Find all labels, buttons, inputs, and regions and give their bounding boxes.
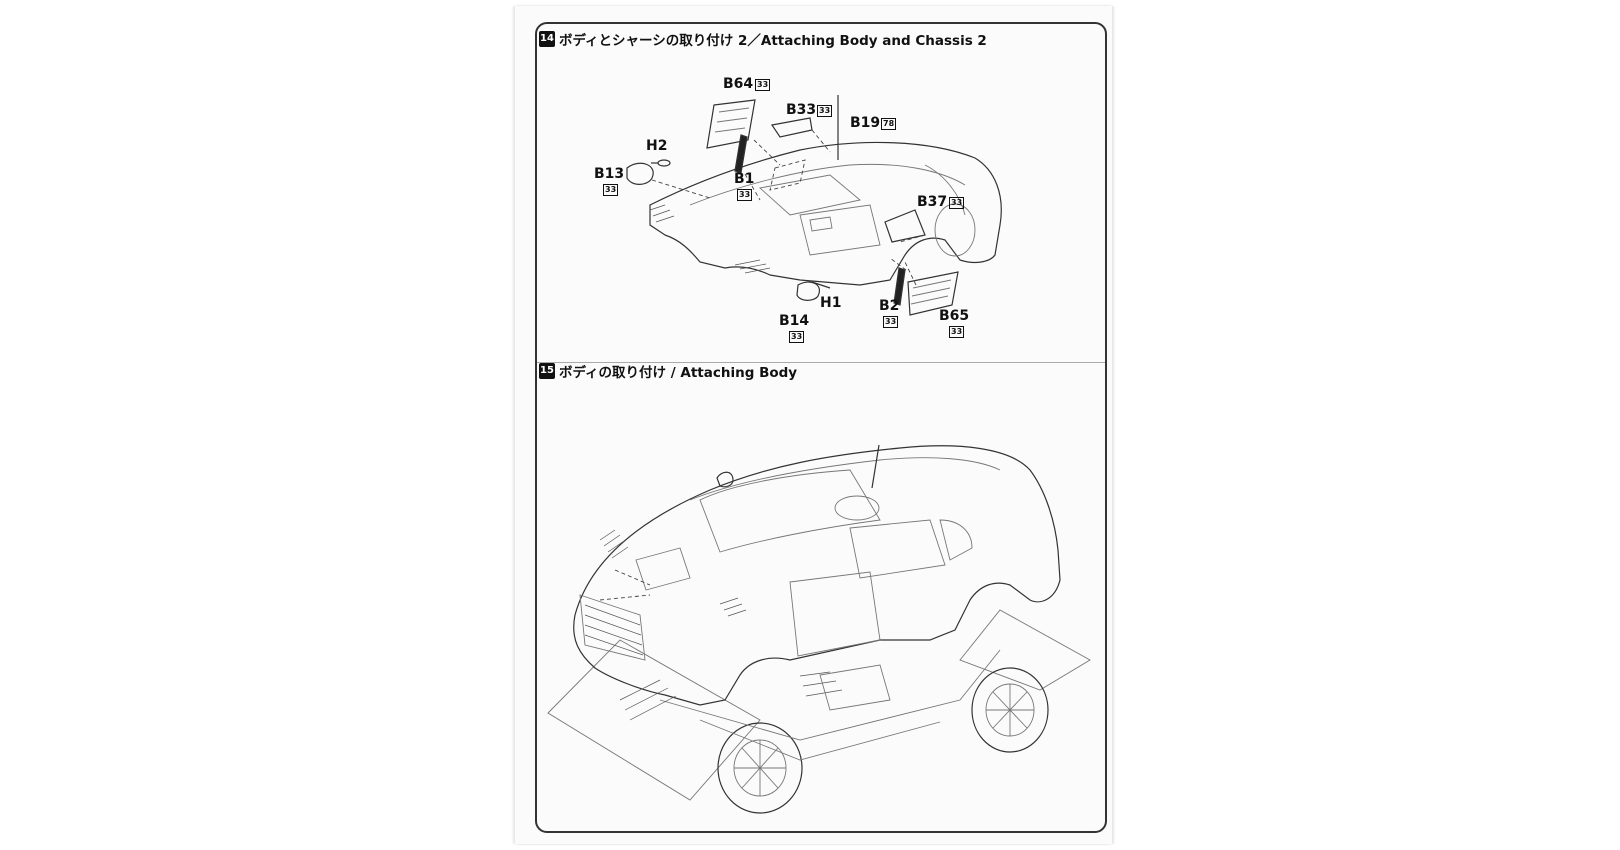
paint-badge-b64: 33 [755,79,771,91]
part-label-b33: B33 [786,102,817,118]
manual-page [515,6,1112,844]
step-15-title: ボディの取り付け / Attaching Body [559,365,798,381]
step-15-heading: 15 ボディの取り付け / Attaching Body [539,361,797,381]
page-frame [535,22,1107,833]
part-label-b65: B65 [939,308,970,324]
step-14-heading: 14 ボディとシャーシの取り付け 2／Attaching Body and Ch… [539,29,987,49]
step-14-number: 14 [539,31,555,47]
step-14-title: ボディとシャーシの取り付け 2／Attaching Body and Chass… [559,33,987,49]
part-label-b14: B14 [779,313,810,329]
part-label-b13: B13 [594,166,625,182]
part-label-h2: H2 [646,138,668,154]
paint-badge-b13: 33 [603,184,619,196]
part-label-b64: B64 [723,76,754,92]
part-label-b2: B2 [879,298,900,314]
paint-badge-b37: 33 [949,197,965,209]
part-label-b37: B37 [917,194,948,210]
paint-badge-b65: 33 [949,326,965,338]
part-label-b19: B19 [850,115,881,131]
part-label-b1: B1 [734,171,755,187]
step15-car-drawing [547,444,1091,814]
step14-body-drawing [626,95,1002,316]
paint-badge-b2: 33 [883,316,899,328]
paint-badge-b33: 33 [817,105,833,117]
step-15-number: 15 [539,363,555,379]
paint-badge-b14: 33 [789,331,805,343]
step-divider [537,362,1105,363]
paint-badge-b1: 33 [737,189,753,201]
paint-badge-b19: 78 [881,118,897,130]
part-label-h1: H1 [820,295,842,311]
